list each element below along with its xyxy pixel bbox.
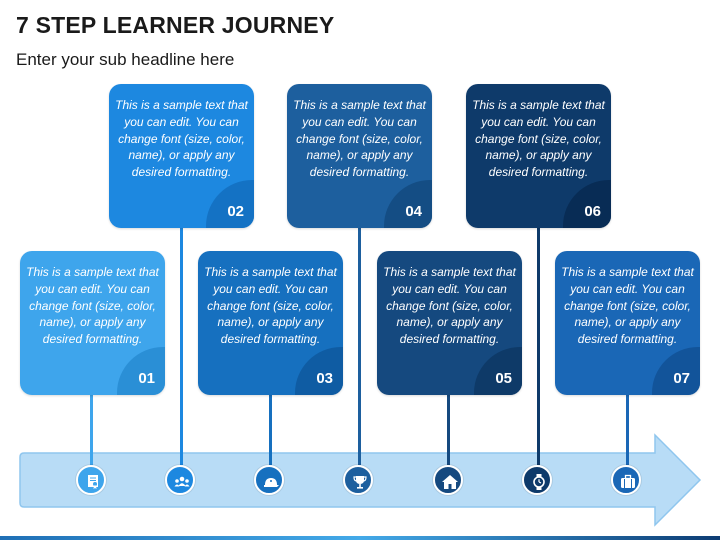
step-icon-02[interactable] <box>165 465 195 495</box>
step-card-07[interactable]: This is a sample text that you can edit.… <box>555 251 700 395</box>
step-icon-01[interactable] <box>76 465 106 495</box>
step-number: 03 <box>316 370 333 387</box>
step-icon-03[interactable] <box>254 465 284 495</box>
step-text: This is a sample text that you can edit.… <box>293 98 426 180</box>
connector-05 <box>447 395 450 465</box>
connector-04 <box>358 228 361 465</box>
step-card-06[interactable]: This is a sample text that you can edit.… <box>466 84 611 228</box>
step-card-05[interactable]: This is a sample text that you can edit.… <box>377 251 522 395</box>
stopwatch-icon <box>533 474 545 490</box>
briefcase-icon <box>621 474 635 488</box>
step-icon-06[interactable] <box>522 465 552 495</box>
step-icon-05[interactable] <box>433 465 463 495</box>
step-card-01[interactable]: This is a sample text that you can edit.… <box>20 251 165 395</box>
step-text: This is a sample text that you can edit.… <box>26 265 159 347</box>
school-icon <box>442 475 458 489</box>
step-text: This is a sample text that you can edit.… <box>115 98 248 180</box>
step-number: 05 <box>495 370 512 387</box>
step-card-04[interactable]: This is a sample text that you can edit.… <box>287 84 432 228</box>
step-icon-07[interactable] <box>611 465 641 495</box>
connector-06 <box>537 228 540 465</box>
step-text: This is a sample text that you can edit.… <box>472 98 605 180</box>
bottom-band <box>0 536 720 540</box>
connector-03 <box>269 395 272 465</box>
step-card-03[interactable]: This is a sample text that you can edit.… <box>198 251 343 395</box>
step-number: 04 <box>405 203 422 220</box>
connector-01 <box>90 395 93 465</box>
step-number: 02 <box>227 203 244 220</box>
step-number: 01 <box>138 370 155 387</box>
trophy-icon <box>353 476 367 489</box>
step-number: 07 <box>673 370 690 387</box>
step-text: This is a sample text that you can edit.… <box>204 265 337 347</box>
group-icon <box>174 476 190 487</box>
page-title: 7 STEP LEARNER JOURNEY <box>16 12 335 38</box>
connector-02 <box>180 228 183 465</box>
step-number: 06 <box>584 203 601 220</box>
page-subtitle: Enter your sub headline here <box>16 50 235 69</box>
certificate-icon <box>88 475 98 489</box>
connector-07 <box>626 395 629 465</box>
step-card-02[interactable]: This is a sample text that you can edit.… <box>109 84 254 228</box>
step-text: This is a sample text that you can edit.… <box>383 265 516 347</box>
step-text: This is a sample text that you can edit.… <box>561 265 694 347</box>
step-icon-04[interactable] <box>343 465 373 495</box>
graduation-cap-icon <box>264 478 279 487</box>
